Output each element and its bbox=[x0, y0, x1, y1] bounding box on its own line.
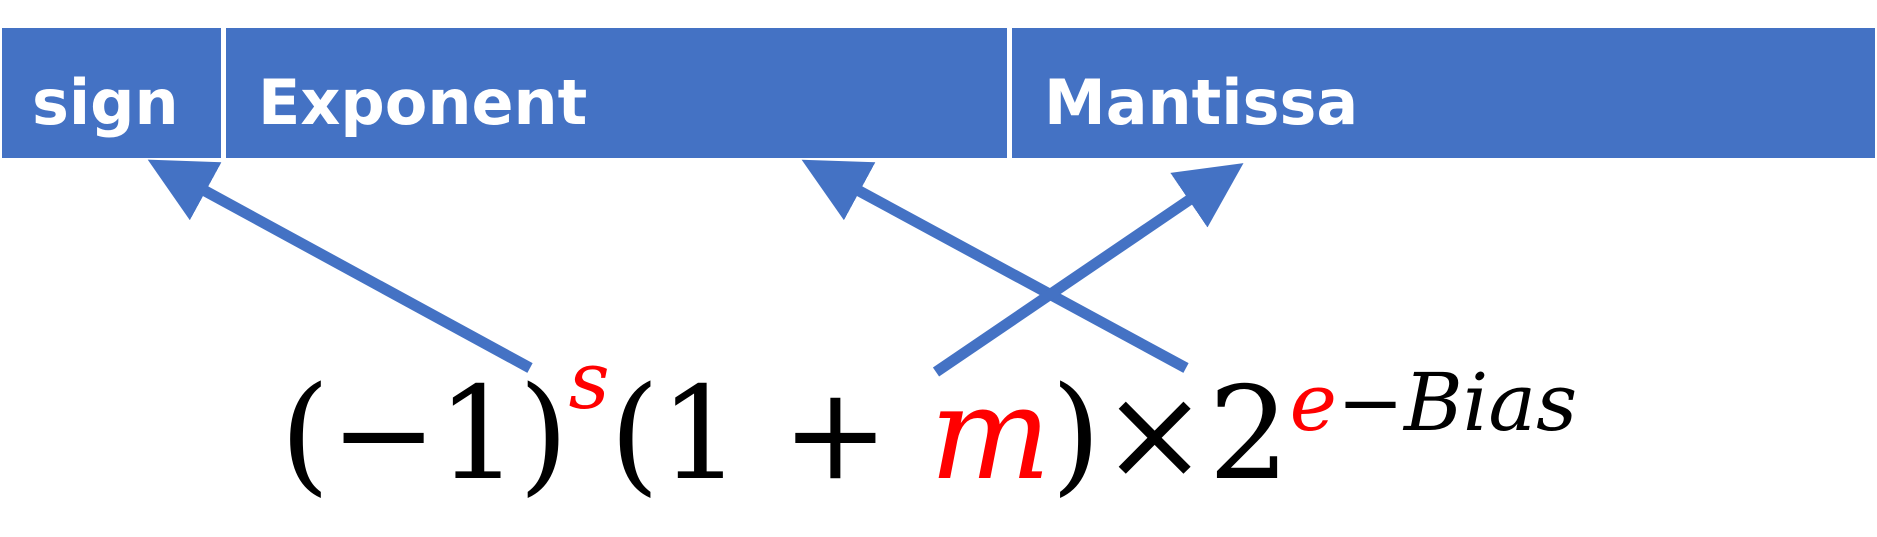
field-mantissa-label: Mantissa bbox=[1044, 66, 1358, 139]
formula-exp-var: e bbox=[1290, 356, 1337, 449]
formula-prefix: (−1) bbox=[280, 360, 569, 509]
field-mantissa-box bbox=[1012, 28, 1875, 158]
formula-sign-var: s bbox=[569, 334, 610, 427]
field-sign-box bbox=[2, 28, 221, 158]
field-exponent-box bbox=[226, 28, 1007, 158]
formula-exp-rest: −Bias bbox=[1337, 356, 1577, 449]
field-exponent-label: Exponent bbox=[258, 66, 587, 139]
formula-close: )×2 bbox=[1051, 360, 1290, 509]
arrow-m-to-mantissa bbox=[932, 163, 1244, 377]
formula-mantissa-var: m bbox=[930, 360, 1051, 509]
field-sign: sign bbox=[2, 28, 221, 158]
field-exponent: Exponent bbox=[226, 28, 1007, 158]
formula: (−1)s(1 + m)×2e−Bias bbox=[280, 334, 1577, 509]
field-mantissa: Mantissa bbox=[1012, 28, 1875, 158]
arrow-e-to-exponent bbox=[801, 159, 1189, 373]
arrow-s-to-sign bbox=[147, 159, 533, 373]
formula-open: (1 + bbox=[610, 360, 930, 509]
field-sign-label: sign bbox=[32, 66, 179, 139]
